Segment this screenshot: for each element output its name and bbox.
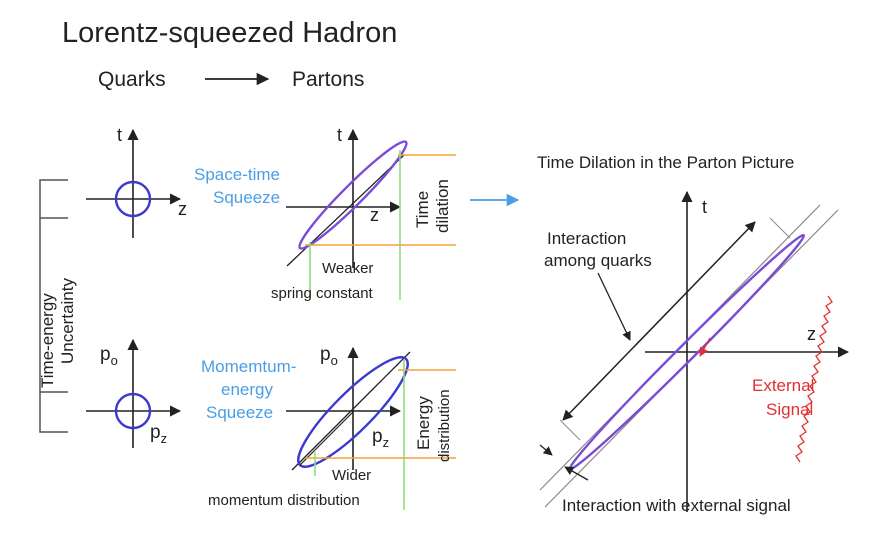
z-axis-right-label: z	[807, 324, 816, 344]
quark-spacetime-plot: t z	[86, 125, 187, 238]
time-dilation-label-1: Time	[413, 191, 432, 228]
external-interaction-arrow	[564, 466, 589, 481]
t-axis-label-2: t	[337, 125, 342, 145]
interaction-external-label: Interaction with external signal	[562, 496, 791, 515]
energy-distribution-label-2: distribution	[436, 389, 453, 462]
parton-picture-title: Time Dilation in the Parton Picture	[537, 153, 794, 172]
t-axis-label: t	[117, 125, 122, 145]
wider-label: Wider	[332, 467, 371, 484]
squeezed-ellipse	[298, 140, 408, 250]
p0-axis-label-2: po	[320, 344, 338, 368]
quark-circle	[114, 180, 152, 218]
interaction-arrow	[562, 221, 756, 421]
interaction-quarks-label-1: Interaction	[547, 229, 626, 248]
interaction-quarks-label-2: among quarks	[544, 251, 652, 270]
z-axis-label-2: z	[370, 205, 379, 225]
parton-momentum-plot	[286, 346, 456, 510]
pz-axis-label: pz	[150, 422, 167, 446]
momentum-ellipse	[297, 356, 409, 468]
momentum-squeeze-label-1: Momemtum-	[201, 357, 296, 376]
quark-momentum-circle	[114, 392, 152, 430]
uncertainty-label-1: Time-energy	[38, 293, 57, 388]
quarks-label: Quarks	[98, 68, 166, 91]
quark-momentum-plot	[86, 338, 182, 448]
momentum-distribution-label: momentum distribution	[208, 492, 360, 509]
momentum-squeeze-label-2: energy	[221, 380, 273, 399]
z-axis-label: z	[178, 199, 187, 219]
pz-axis-label-2: pz	[372, 426, 389, 450]
external-signal-label-2: Signal	[766, 400, 813, 419]
spacetime-squeeze-label-1: Space-time	[194, 165, 280, 184]
external-signal-label-1: External	[752, 376, 814, 395]
partons-label: Partons	[292, 68, 364, 91]
weaker-label: Weaker	[322, 260, 373, 277]
uncertainty-bracket	[39, 179, 68, 433]
main-title: Lorentz-squeezed Hadron	[62, 17, 397, 49]
momentum-squeeze-label-3: Squeeze	[206, 403, 273, 422]
energy-distribution-label-1: Energy	[414, 396, 433, 450]
interaction-pointer	[597, 272, 631, 341]
spring-constant-label: spring constant	[271, 285, 374, 302]
spacetime-squeeze-label-2: Squeeze	[213, 188, 280, 207]
p0-axis-label: po	[100, 344, 118, 368]
uncertainty-label-2: Uncertainty	[58, 278, 77, 364]
time-dilation-label-2: dilation	[433, 179, 452, 233]
parton-spacetime-plot: t z	[286, 125, 456, 300]
parton-picture-plot	[539, 190, 850, 512]
external-signal-wave	[795, 295, 833, 463]
t-axis-right-label: t	[702, 197, 707, 217]
